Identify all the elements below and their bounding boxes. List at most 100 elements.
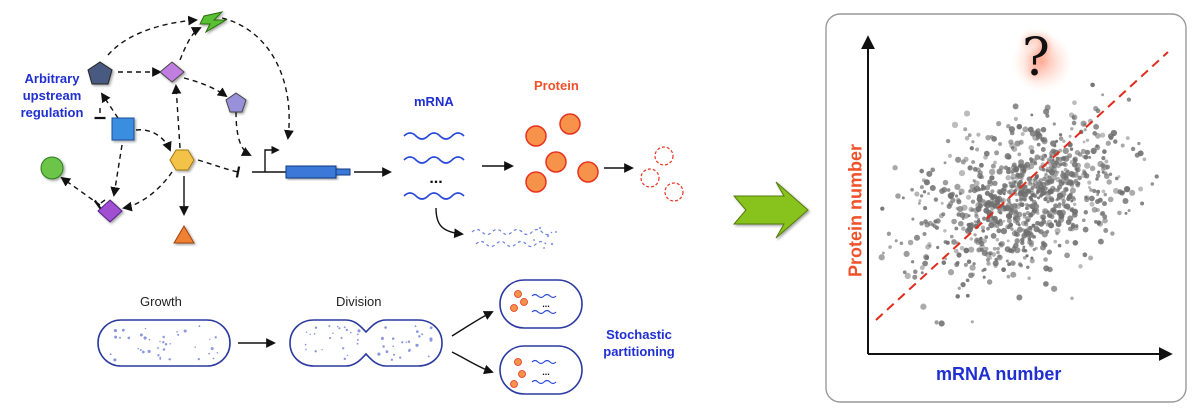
scatter-point [992,246,997,251]
scatter-point [1020,168,1027,175]
scatter-point [958,169,966,177]
circle-node [40,156,64,180]
scatter-point [963,110,971,117]
scatter-point [1001,267,1006,273]
division-cell [289,319,443,367]
cell-dot [321,348,323,351]
mrna-wave [403,132,465,140]
cell-dot [401,341,404,344]
scatter-point [949,234,954,239]
scatter-point [1069,187,1076,194]
scatter-point [944,257,948,261]
scatter-point [1045,113,1050,118]
scatter-point [1055,156,1060,161]
cell-content-dots [109,325,433,362]
scatter-point [950,191,955,197]
cell-dot [405,341,408,344]
scatter-point [1010,249,1015,254]
mrna-ellipsis: ... [429,170,442,187]
cell-dot [382,345,385,348]
x-axis-label: mRNA number [936,364,1062,384]
scatter-point [920,303,927,310]
scatter-point [982,216,987,221]
cell-dot [332,332,334,334]
scatter-point [1010,176,1014,180]
scatter-point [996,250,1000,255]
scatter-point [1055,198,1059,202]
degraded-proteins [640,146,684,202]
cell-dot [197,357,200,361]
scatter-point [922,190,927,194]
scatter-point [1054,159,1060,164]
scatter-point [912,274,918,280]
scatter-point [1089,201,1095,207]
scatter-point [995,259,999,263]
hexagon-node [169,149,195,171]
scatter-point [1035,131,1040,135]
scatter-point [1010,227,1014,231]
scatter-point [1067,153,1073,159]
scatter-point [1022,212,1027,217]
scatter-point [1097,170,1101,174]
scatter-point [1064,252,1070,259]
scatter-point [957,286,961,290]
scatter-point [988,256,993,260]
daughter-cell-bottom [499,345,583,395]
scatter-point [1007,214,1013,219]
scatter-point [1074,149,1081,156]
mrna-wave [403,156,465,164]
scatter-point [1022,126,1029,133]
scatter-point [1063,162,1068,168]
partition-arrow-top [451,311,494,337]
cell-dot [399,356,402,359]
scatter-point [965,278,970,283]
scatter-point [930,167,936,173]
scatter-point [1029,149,1035,155]
scatter-point [1093,105,1099,112]
scatter-point [1045,222,1050,227]
scatter-point [1031,223,1036,228]
scatter-point [1068,134,1072,138]
scatter-point [1006,218,1012,224]
scatter-point [1011,230,1018,237]
scatter-point [963,127,968,132]
scatter-point [945,240,950,245]
scatter-point [973,233,977,237]
scatter-point [1008,188,1014,195]
scatter-point [1054,173,1058,177]
cell-dot [137,347,139,350]
cell-dot [119,336,121,339]
scatter-point [1088,255,1094,261]
scatter-point [1038,221,1045,227]
scatter-point [904,272,911,280]
scatter-point [1137,141,1141,146]
scatter-point [1043,281,1049,287]
scatter-point [951,218,957,225]
scatter-point [1056,209,1063,216]
edge-lightning-to-promoter [221,17,294,140]
scatter-point [1045,193,1052,200]
scatter-point [1024,222,1029,227]
scatter-point [1006,239,1010,243]
scatter-point [1126,97,1132,102]
cell-dot [421,333,424,336]
daughter-cell-top [499,279,583,329]
edge-pentagon-to-promoter [235,111,252,156]
scatter-point [983,267,987,272]
scatter-point [1000,199,1005,203]
scatter-point [1062,147,1069,155]
scatter-point [1125,136,1130,141]
scatter-point [980,175,985,180]
scatter-point [1088,155,1092,159]
scatter-point [1097,220,1104,227]
scatter-point [919,185,924,190]
scatter-point [1071,195,1076,200]
scatter-point [1022,163,1029,170]
scatter-point [975,202,982,209]
scatter-point [1022,245,1026,249]
scatter-point [1029,203,1036,210]
scatter-point [1032,247,1036,252]
cell-dot [343,357,347,361]
scatter-point [1113,139,1118,144]
cell-dot [210,347,214,351]
